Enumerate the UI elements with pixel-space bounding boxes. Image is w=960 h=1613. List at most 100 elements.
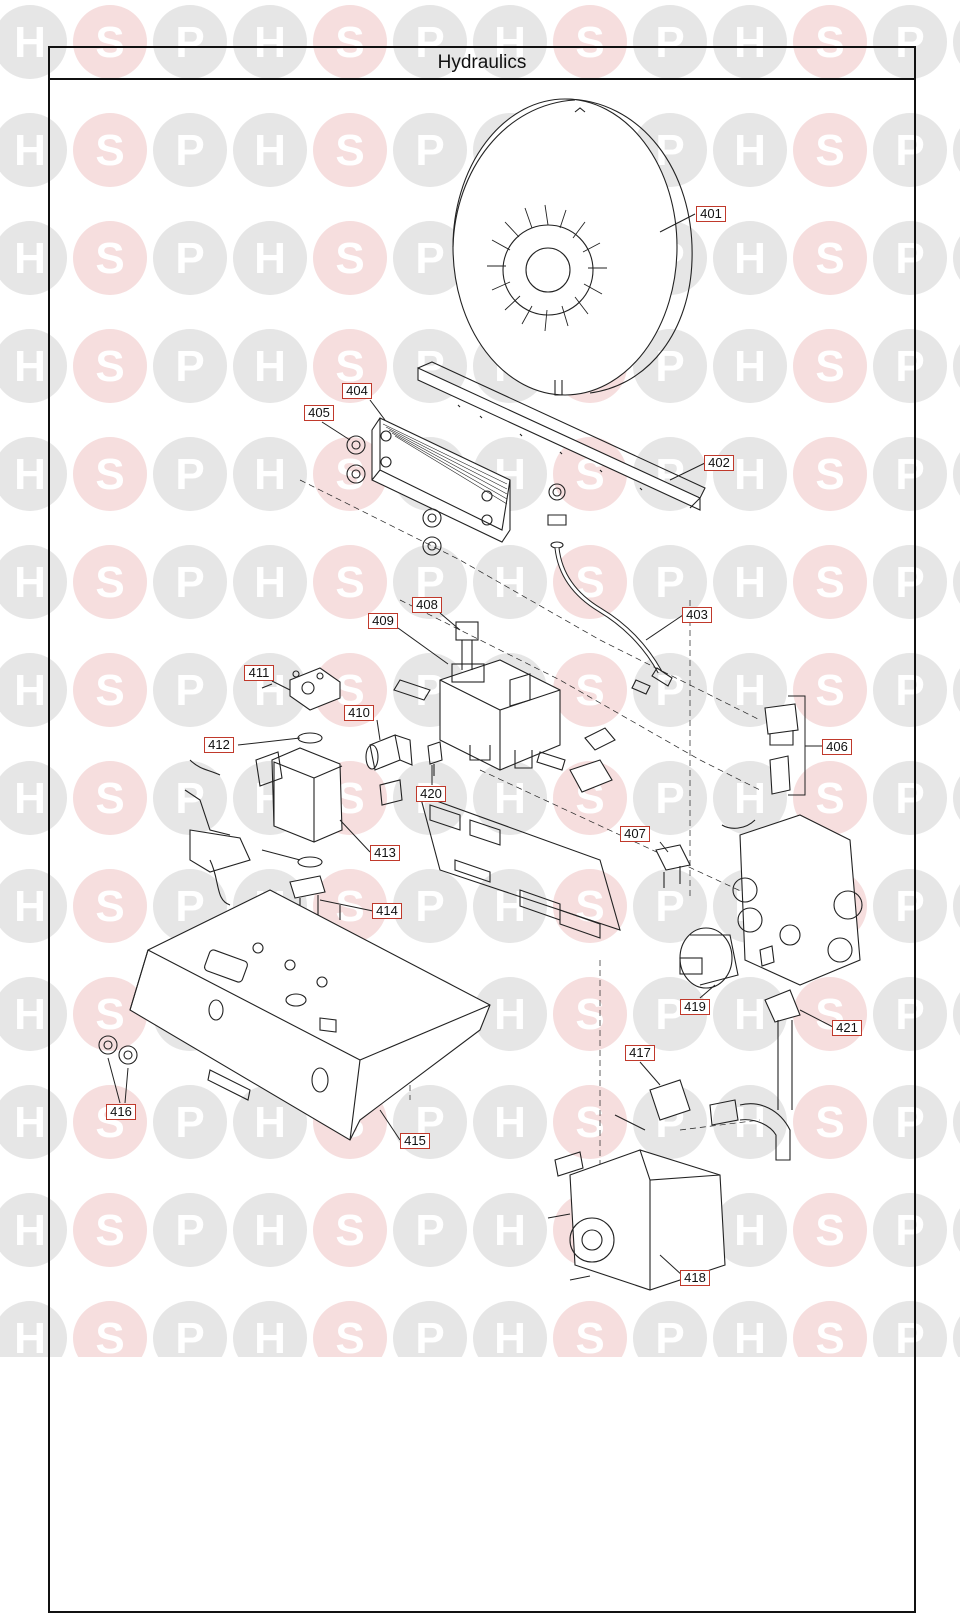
watermark-disc	[393, 221, 467, 295]
watermark-letter: S	[95, 342, 124, 391]
watermark-letter: S	[335, 342, 364, 391]
watermark-letter: P	[175, 1206, 204, 1255]
watermark-letter: P	[175, 1314, 204, 1357]
watermark-disc	[553, 653, 627, 727]
watermark-disc	[873, 1193, 947, 1267]
watermark-disc	[0, 221, 67, 295]
watermark-disc	[953, 668, 960, 712]
watermark-disc	[153, 761, 227, 835]
watermark-letter: P	[175, 1098, 204, 1147]
callout-421: 421	[832, 1020, 862, 1036]
watermark-letter: H	[14, 666, 46, 715]
watermark-disc	[0, 761, 67, 835]
watermark-disc	[153, 653, 227, 727]
watermark-disc	[553, 5, 627, 79]
watermark-letter: P	[655, 18, 684, 67]
watermark-disc	[553, 1301, 627, 1357]
watermark-letter: P	[655, 990, 684, 1039]
watermark-disc	[393, 869, 467, 943]
watermark-letter: P	[175, 18, 204, 67]
watermark-letter: P	[895, 234, 924, 283]
watermark-disc	[73, 761, 147, 835]
grommets-416	[98, 1035, 138, 1065]
watermark-letter: S	[335, 126, 364, 175]
exploded-parts-drawing	[98, 98, 863, 1291]
watermark-disc	[793, 5, 867, 79]
watermark-disc	[633, 869, 707, 943]
watermark-disc	[153, 329, 227, 403]
diverter-valve-parts	[721, 703, 799, 829]
watermark-letter: S	[95, 126, 124, 175]
callout-401: 401	[696, 206, 726, 222]
watermark-letter: P	[655, 666, 684, 715]
watermark-disc	[473, 5, 547, 79]
watermark-letter: P	[895, 774, 924, 823]
watermark-letter: H	[494, 774, 526, 823]
watermark-disc	[873, 437, 947, 511]
callout-leader-lines	[107, 213, 834, 1277]
callout-402: 402	[704, 455, 734, 471]
watermark-disc	[0, 5, 67, 79]
watermark-disc	[0, 545, 67, 619]
watermark-letter: P	[175, 666, 204, 715]
watermark-letter: S	[95, 234, 124, 283]
watermark-disc	[313, 113, 387, 187]
watermark-letter: P	[655, 342, 684, 391]
watermark-letter: P	[895, 342, 924, 391]
watermark-disc	[553, 977, 627, 1051]
watermark-letter: S	[335, 18, 364, 67]
watermark-disc	[953, 20, 960, 64]
watermark-disc	[873, 869, 947, 943]
watermark-letter: P	[895, 1206, 924, 1255]
watermark-disc	[73, 1301, 147, 1357]
callout-415: 415	[400, 1133, 430, 1149]
watermark-disc	[0, 113, 67, 187]
watermark-disc	[233, 545, 307, 619]
watermark-letter: S	[575, 1314, 604, 1357]
watermark-letter: S	[575, 666, 604, 715]
watermark-disc	[873, 545, 947, 619]
callout-403: 403	[682, 607, 712, 623]
clip-407	[655, 844, 691, 888]
watermark-disc	[393, 545, 467, 619]
watermark-letter: P	[895, 990, 924, 1039]
watermark-disc	[233, 329, 307, 403]
watermark-disc	[73, 329, 147, 403]
pressure-relief-valve	[365, 734, 413, 806]
watermark-letter: H	[14, 558, 46, 607]
watermark-disc	[473, 545, 547, 619]
watermark-letter: P	[655, 882, 684, 931]
watermark-disc	[73, 869, 147, 943]
watermark-disc	[713, 113, 787, 187]
pipe-connector	[569, 727, 616, 793]
watermark-letter: H	[494, 1314, 526, 1357]
watermark-letter: P	[655, 1314, 684, 1357]
watermark-disc	[0, 869, 67, 943]
watermark-disc	[153, 437, 227, 511]
watermark-letter: S	[815, 234, 844, 283]
watermark-disc	[0, 437, 67, 511]
watermark-disc	[153, 221, 227, 295]
watermark-letter: H	[254, 342, 286, 391]
watermark-disc	[713, 221, 787, 295]
watermark-disc	[873, 113, 947, 187]
watermark-disc	[233, 221, 307, 295]
watermark-letter: P	[415, 1206, 444, 1255]
watermark-letter: H	[734, 666, 766, 715]
watermark-letter: S	[815, 1314, 844, 1357]
callout-406: 406	[822, 739, 852, 755]
watermark-letter: H	[734, 234, 766, 283]
boiler-chassis	[129, 889, 491, 1141]
watermark-disc	[73, 221, 147, 295]
watermark-letter: S	[815, 774, 844, 823]
watermark-disc	[713, 1301, 787, 1357]
watermark-letter: H	[734, 774, 766, 823]
watermark-disc	[873, 1085, 947, 1159]
callout-410: 410	[344, 705, 374, 721]
watermark-letter: P	[895, 18, 924, 67]
watermark-letter: P	[175, 450, 204, 499]
circulating-pump	[547, 1149, 726, 1291]
watermark-disc	[313, 437, 387, 511]
watermark-letter: H	[14, 1206, 46, 1255]
watermark-disc	[793, 545, 867, 619]
